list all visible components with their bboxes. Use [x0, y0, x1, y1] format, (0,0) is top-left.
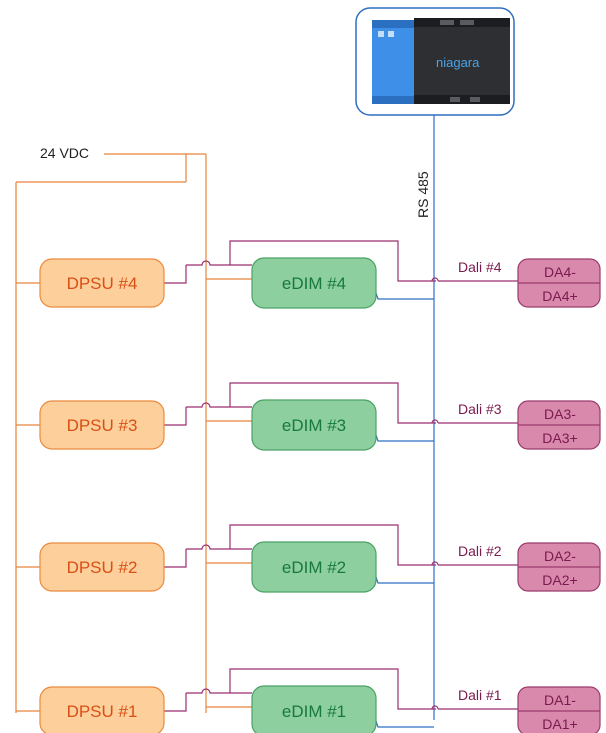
dali-pos-label: DA2+	[542, 572, 577, 588]
edim-label: eDIM #4	[282, 274, 346, 293]
bus-crossing-hop	[431, 419, 439, 424]
rs485-stub-line	[375, 434, 434, 442]
bus-label: RS 485	[415, 171, 431, 218]
dpsu-to-edim-line	[186, 544, 252, 550]
dpsu-box	[39, 686, 165, 733]
channel-row: DPSU #1 eDIM #1 Dali #1 DA1- DA1+	[16, 668, 601, 733]
dpsu-output-line	[164, 265, 187, 284]
dali-label: Dali #3	[458, 401, 502, 417]
controller: niagara	[355, 7, 515, 150]
dali-loop-line	[229, 668, 436, 710]
edim-label: eDIM #2	[282, 558, 346, 577]
edim-box	[251, 685, 377, 733]
edim-label: eDIM #1	[282, 702, 346, 721]
dali-label: Dali #2	[458, 543, 502, 559]
dali-pos-label: DA4+	[542, 288, 577, 304]
controller-brand-label: niagara	[436, 55, 480, 70]
edim-label: eDIM #3	[282, 416, 346, 435]
rs485-stub-line	[375, 576, 434, 584]
dali-pos-label: DA1+	[542, 716, 577, 732]
dpsu-label: DPSU #4	[67, 274, 138, 293]
dali-loop-line	[229, 240, 436, 282]
bus-crossing-hop	[431, 277, 439, 282]
dpsu-to-edim-line	[186, 260, 252, 266]
dali-label: Dali #1	[458, 687, 502, 703]
dali-neg-label: DA1-	[544, 692, 576, 708]
dpsu-output-line	[164, 407, 187, 426]
dpsu-to-edim-line	[186, 402, 252, 408]
dali-neg-label: DA3-	[544, 406, 576, 422]
dali-loop-line	[229, 524, 436, 566]
dali-label: Dali #4	[458, 259, 502, 275]
dpsu-label: DPSU #1	[67, 702, 138, 721]
dali-loop-line	[229, 382, 436, 424]
channel-row: DPSU #4 eDIM #4 Dali #4 DA4- DA4+	[16, 240, 601, 309]
dpsu-to-edim-line	[186, 688, 252, 694]
dali-neg-label: DA4-	[544, 264, 576, 280]
dali-pos-label: DA3+	[542, 430, 577, 446]
dali-neg-label: DA2-	[544, 548, 576, 564]
dpsu-label: DPSU #2	[67, 558, 138, 577]
dpsu-box	[39, 258, 165, 308]
dpsu-box	[39, 400, 165, 450]
bus-crossing-hop	[431, 561, 439, 566]
supply-label: 24 VDC	[40, 145, 89, 161]
edim-box	[251, 541, 377, 593]
dpsu-output-line	[164, 693, 187, 712]
controller-device-icon	[372, 18, 510, 104]
bus-crossing-hop	[431, 705, 439, 710]
edim-box	[251, 257, 377, 309]
rs485-stub-line	[375, 720, 434, 728]
channel-row: DPSU #2 eDIM #2 Dali #2 DA2- DA2+	[16, 524, 601, 593]
dpsu-label: DPSU #3	[67, 416, 138, 435]
edim-box	[251, 399, 377, 451]
dpsu-box	[39, 542, 165, 592]
dpsu-output-line	[164, 549, 187, 568]
channel-group: DPSU #4 eDIM #4 Dali #4 DA4- DA4+ DPSU #3 eDIM…	[16, 240, 601, 733]
rs485-stub-line	[375, 292, 434, 300]
channel-row: DPSU #3 eDIM #3 Dali #3 DA3- DA3+	[16, 382, 601, 451]
power-wiring	[15, 153, 207, 713]
